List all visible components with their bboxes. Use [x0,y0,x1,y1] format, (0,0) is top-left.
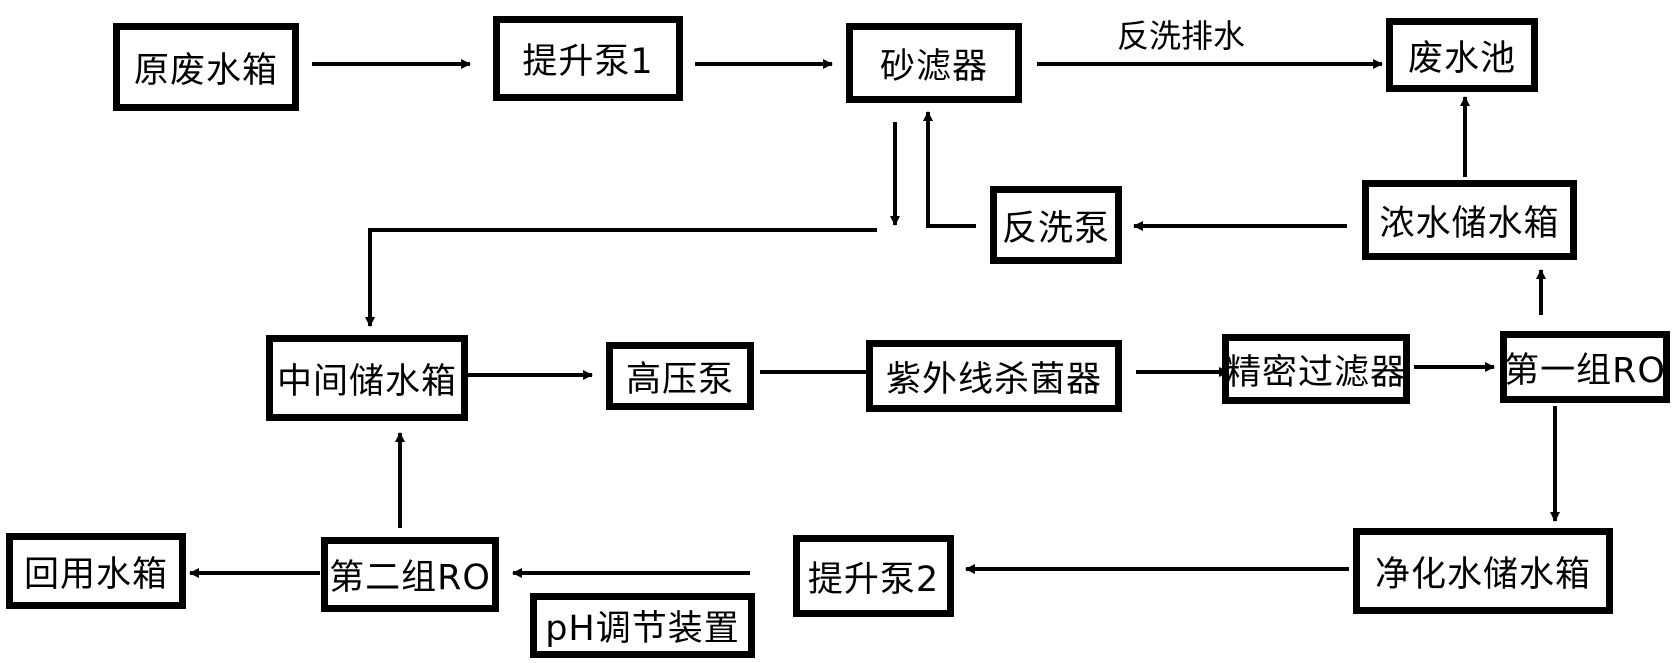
reuse-water-tank-node: 回用水箱 [6,533,186,609]
ro-group-2-node: 第二组RO [321,537,499,612]
arrow-to-intermediate-tank [365,228,877,327]
lift-pump-1-node: 提升泵1 [493,16,683,101]
ro-group-1-node: 第一组RO [1500,331,1670,403]
uv-sterilizer-node: 紫外线杀菌器 [866,340,1122,412]
raw-wastewater-tank-node: 原废水箱 [113,23,299,111]
high-pressure-pump-node: 高压泵 [606,342,754,410]
purified-water-tank-node: 净化水储水箱 [1353,528,1613,614]
waste-water-pool-node: 废水池 [1386,18,1538,92]
sand-filter-node: 砂滤器 [846,23,1022,103]
backwash-drain-label: 反洗排水 [1117,17,1246,55]
backwash-pump-node: 反洗泵 [990,186,1122,264]
ph-adjustment-device-node: pH调节装置 [530,593,755,658]
precision-filter-node: 精密过滤器 [1222,334,1410,404]
lift-pump-2-node: 提升泵2 [793,535,954,617]
intermediate-storage-tank-node: 中间储水箱 [266,335,468,421]
arrow-backwashpump-to-sandfilter [923,111,976,228]
concentrate-storage-tank-node: 浓水储水箱 [1362,180,1577,260]
